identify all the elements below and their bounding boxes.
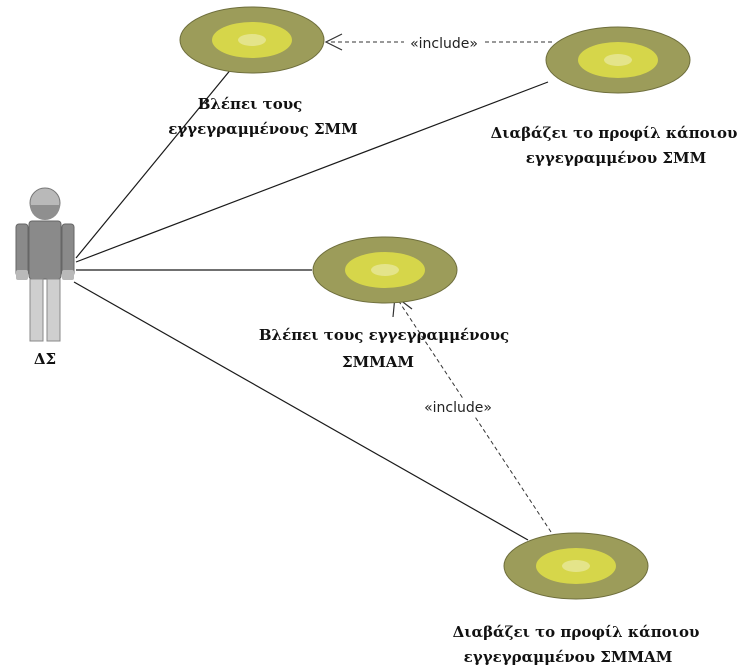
use-case-uc2-label-line1: Διαβάζει το προφίλ κάποιου	[491, 124, 738, 142]
use-case-uc4[interactable]: Διαβάζει το προφίλ κάποιου εγγεγραμμένου…	[453, 532, 700, 666]
associations	[73, 67, 549, 541]
use-case-uc2-core	[604, 54, 632, 66]
actor-left-arm	[15, 223, 29, 277]
use-case-uc3-label-line1: Βλέπει τους εγγεγραμμένους	[259, 326, 509, 344]
actor-head-shade	[30, 205, 60, 220]
use-case-uc4-core	[562, 560, 590, 572]
use-case-uc1[interactable]: Βλέπει τους εγγεγραμμένους ΣΜΜ	[168, 6, 358, 138]
use-case-uc1-label-line2: εγγεγραμμένους ΣΜΜ	[168, 120, 358, 138]
actor-right-arm	[61, 223, 75, 277]
use-case-uc2[interactable]: Διαβάζει το προφίλ κάποιου εγγεγραμμένου…	[491, 26, 738, 167]
association-uc1	[75, 67, 233, 259]
include-top: «include»	[324, 33, 552, 52]
use-case-uc4-label-line1: Διαβάζει το προφίλ κάποιου	[453, 623, 700, 641]
use-case-uc1-core	[238, 34, 266, 46]
include-bottom-line	[397, 299, 552, 533]
stick-figure-actor-icon	[15, 187, 75, 342]
include-bottom-label: «include»	[424, 400, 492, 416]
actor-left-hand	[16, 270, 28, 280]
association-uc2	[75, 81, 549, 263]
actor-right-leg	[46, 278, 61, 342]
use-case-uc3[interactable]: Βλέπει τους εγγεγραμμένους ΣΜΜΑΜ	[259, 236, 509, 371]
include-top-arrowhead	[324, 33, 343, 51]
include-top-label-bg	[404, 34, 484, 52]
actor-torso	[28, 220, 62, 280]
use-case-uc2-label-line2: εγγεγραμμένου ΣΜΜ	[526, 149, 706, 167]
include-bottom-label-bg	[418, 398, 498, 416]
association-uc4	[73, 281, 529, 541]
actor-right-hand	[62, 270, 74, 280]
include-top-label: «include»	[410, 36, 478, 52]
actor-label: ΔΣ	[34, 350, 56, 368]
use-case-uc3-core	[371, 264, 399, 276]
use-case-uc4-label-line2: εγγεγραμμένου ΣΜΜΑΜ	[464, 648, 673, 666]
actor-left-leg	[29, 278, 44, 342]
use-case-uc3-label-line2: ΣΜΜΑΜ	[342, 353, 414, 371]
use-case-uc1-label-line1: Βλέπει τους	[198, 95, 303, 113]
include-bottom: «include»	[392, 294, 552, 533]
actor[interactable]: ΔΣ	[15, 187, 75, 368]
